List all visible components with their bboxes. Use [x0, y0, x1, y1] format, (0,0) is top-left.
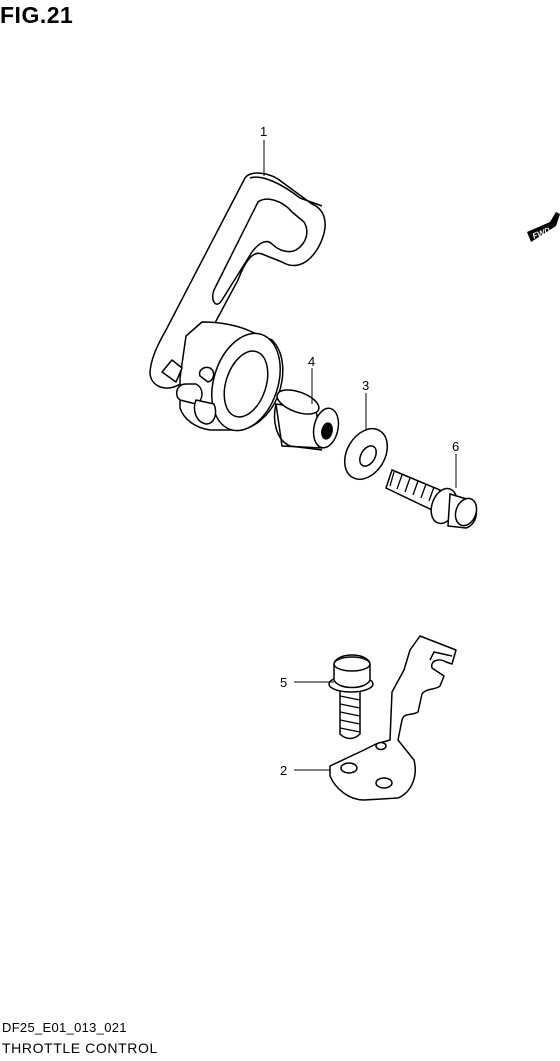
callout-2: 2	[280, 763, 287, 778]
callout-3: 3	[362, 378, 369, 393]
figure-caption: THROTTLE CONTROL	[2, 1040, 158, 1056]
bolt-icon	[385, 468, 478, 529]
cable-bracket-icon	[329, 635, 457, 801]
washer-icon	[343, 428, 389, 480]
figure-title: FIG.21	[0, 2, 74, 28]
fwd-arrow-icon: FWD	[527, 212, 560, 242]
collar-icon	[273, 389, 340, 451]
callout-6: 6	[452, 439, 459, 454]
callout-4: 4	[308, 354, 315, 369]
figure-code: DF25_E01_013_021	[2, 1020, 127, 1035]
callout-leaders	[263, 140, 457, 771]
bolt-icon	[328, 654, 374, 740]
callout-1: 1	[260, 124, 267, 139]
callout-5: 5	[280, 675, 287, 690]
fwd-label: FWD	[531, 226, 551, 241]
throttle-lever-icon	[149, 172, 326, 432]
